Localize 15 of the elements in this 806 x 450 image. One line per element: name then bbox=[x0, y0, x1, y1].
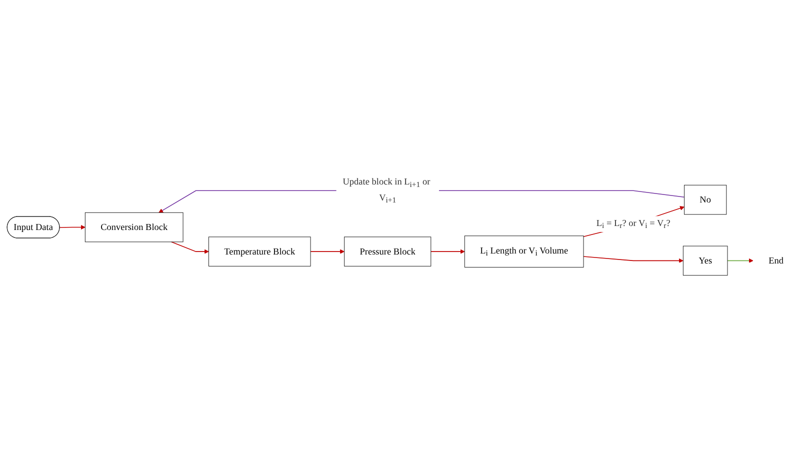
arrow bbox=[170, 242, 209, 254]
node-box: Yes bbox=[682, 246, 728, 276]
arrow bbox=[727, 258, 754, 263]
node-box: Temperature Block bbox=[208, 236, 311, 266]
node-box: Conversion Block bbox=[84, 212, 184, 242]
edge-label: L$_{i}$ = L$_{r}$? or V$_{i}$ = V$_{r}$? bbox=[596, 218, 670, 230]
arrow bbox=[583, 256, 684, 263]
arrow bbox=[430, 249, 465, 254]
node-box: L$_{i}$ Length or V$_{i}$ Volume bbox=[464, 236, 584, 268]
node-box: No bbox=[684, 184, 727, 215]
node-text: End bbox=[768, 255, 784, 266]
arrow bbox=[59, 225, 86, 230]
edge-label: Update block in L$_{i+1}$ or V$_{i+1}$ bbox=[342, 176, 430, 205]
node-box: Pressure Block bbox=[344, 236, 432, 266]
arrow bbox=[310, 249, 345, 254]
